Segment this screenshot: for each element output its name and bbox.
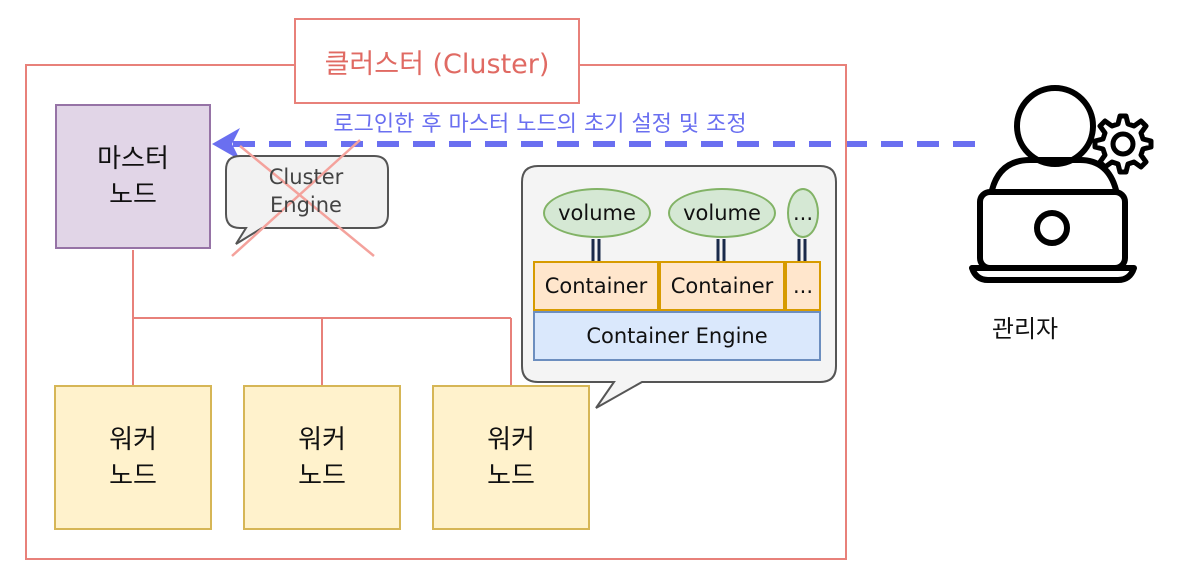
volume-more: ... (787, 188, 819, 238)
admin-label: 관리자 (991, 314, 1059, 343)
gear-icon (1092, 113, 1154, 175)
laptop-screen-icon (977, 189, 1128, 271)
admin-arrow-head (212, 128, 240, 160)
admin-note: 로그인한 후 마스터 노드의 초기 설정 및 조정 (333, 112, 747, 137)
user-head-icon (1014, 85, 1096, 167)
cluster-engine-label: Cluster Engine (268, 165, 344, 217)
user-shoulders-icon (989, 157, 1119, 193)
container-2: Container (659, 261, 785, 311)
user-laptop-gear-icon (969, 85, 1154, 283)
worker-node-3: 워커 노드 (432, 385, 590, 530)
worker-node-2: 워커 노드 (243, 385, 401, 530)
volume-1: volume (543, 188, 651, 238)
container-1: Container (533, 261, 659, 311)
laptop-user-icon (1034, 210, 1070, 246)
cluster-title: 클러스터 (Cluster) (294, 18, 580, 104)
container-more: ... (785, 261, 821, 311)
master-node: 마스터 노드 (55, 104, 211, 249)
laptop-base-icon (969, 265, 1137, 283)
cluster-engine-bubble (225, 139, 389, 257)
volume-connectors (591, 239, 807, 261)
node-connectors (132, 250, 512, 385)
cross-line-1 (231, 139, 361, 257)
volume-2: volume (668, 188, 776, 238)
worker-node-1: 워커 노드 (54, 385, 212, 530)
container-engine: Container Engine (533, 311, 821, 361)
cross-line-2 (239, 145, 375, 257)
